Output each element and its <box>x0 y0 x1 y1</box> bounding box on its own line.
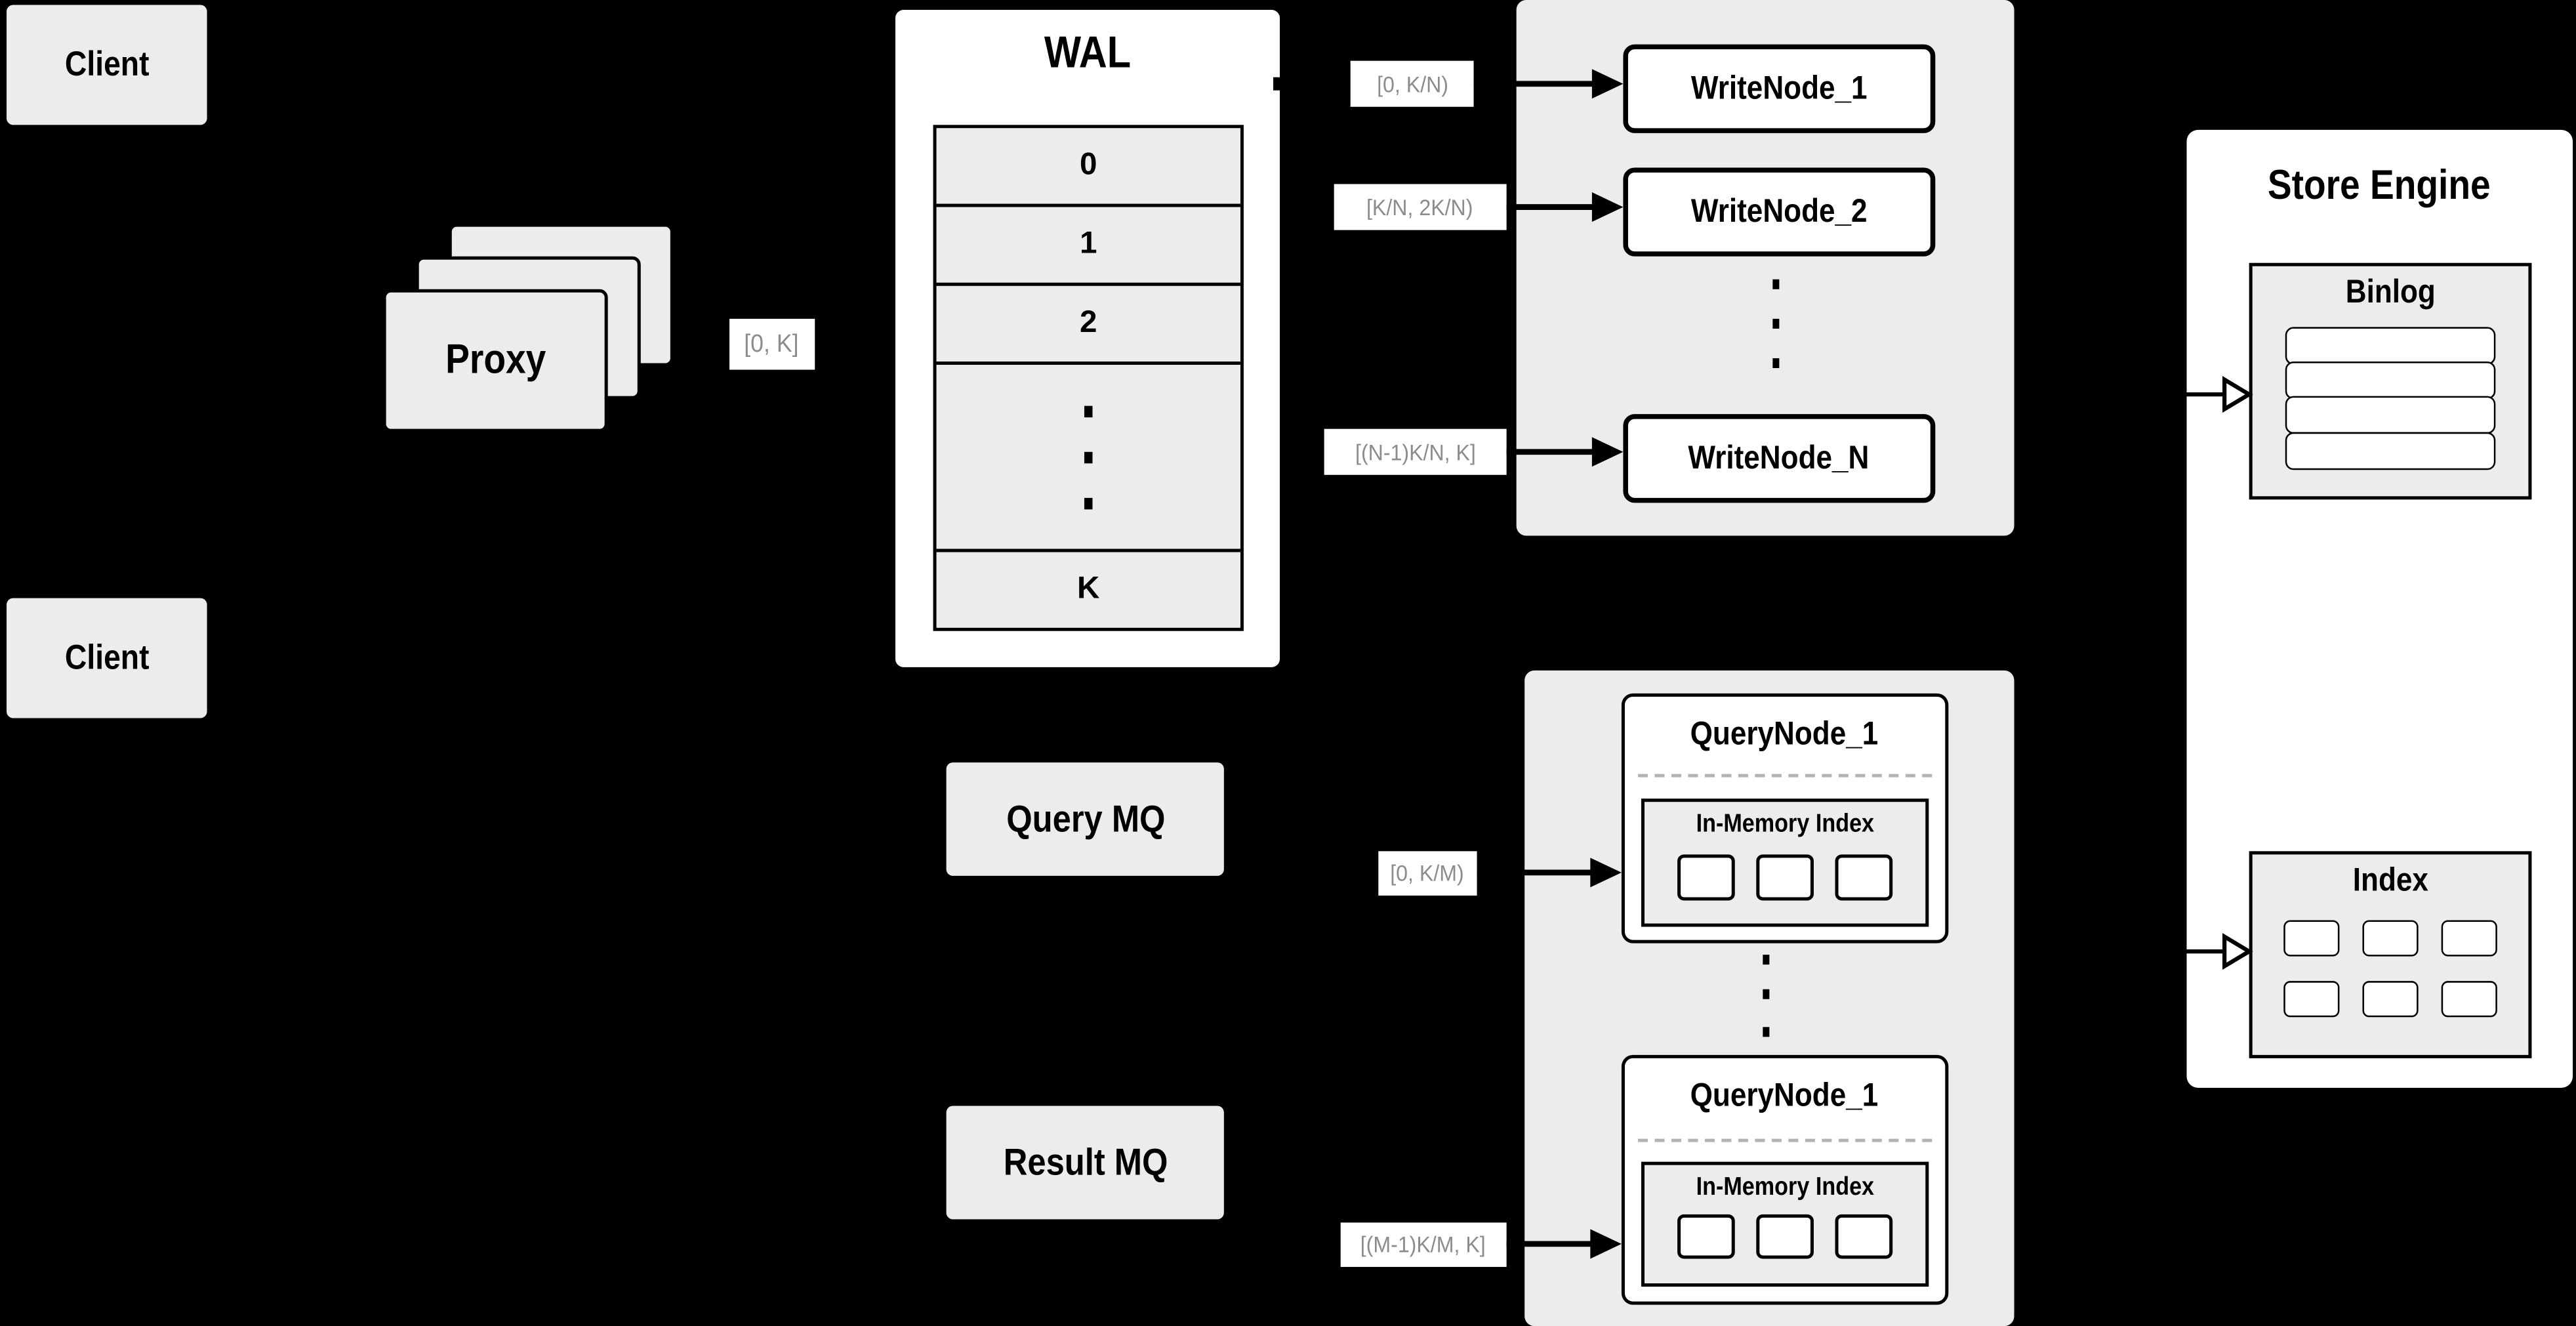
segment-square <box>1835 854 1893 901</box>
range-label-write-n: [(N-1)K/N, K] <box>1324 428 1507 475</box>
segment-square <box>1677 854 1735 901</box>
wal-title-wrap: WAL <box>895 10 1280 79</box>
range-label-query-1-text: [0, K/M) <box>1391 861 1465 886</box>
query-nodes-ellipsis-dot <box>1763 1027 1770 1037</box>
client-top-label: Client <box>64 45 150 83</box>
binlog-box: Binlog <box>2249 262 2532 500</box>
proxy-stack: Proxy <box>382 223 674 432</box>
wal-segment-ellipsis <box>936 361 1240 549</box>
proxy-label: Proxy <box>445 337 546 383</box>
query-nodes-ellipsis-dot <box>1763 989 1770 999</box>
wal-segment-2: 2 <box>936 282 1240 362</box>
write-nodes-ellipsis-dot <box>1772 279 1780 289</box>
write-nodes-ellipsis-dot <box>1772 318 1780 329</box>
query-node-bottom-title-wrap: QueryNode_1 <box>1625 1058 1945 1116</box>
write-node-n: WriteNode_N <box>1623 414 1936 503</box>
query-node-group: QueryNode_1 In-Memory Index QueryNode_1 <box>1524 670 2014 1326</box>
write-node-2: WriteNode_2 <box>1623 167 1936 257</box>
index-cell-grid <box>2253 920 2529 1018</box>
write-node-1-label: WriteNode_1 <box>1691 70 1868 106</box>
segment-square <box>1677 1214 1735 1259</box>
query-node-bottom: QueryNode_1 In-Memory Index <box>1621 1054 1949 1305</box>
range-label-write-2-text: [K/N, 2K/N) <box>1366 194 1474 220</box>
query-node-top-separator <box>1637 774 1932 777</box>
index-cell <box>2283 981 2340 1018</box>
in-memory-index-top: In-Memory Index <box>1641 798 1929 927</box>
client-bottom-label: Client <box>64 638 150 676</box>
binlog-row <box>2285 362 2496 400</box>
write-node-n-label: WriteNode_N <box>1688 439 1870 476</box>
query-node-bottom-separator <box>1637 1138 1932 1142</box>
segment-square <box>1756 1214 1814 1259</box>
in-memory-index-bottom: In-Memory Index <box>1641 1161 1929 1287</box>
range-label-write-n-text: [(N-1)K/N, K] <box>1355 439 1476 465</box>
index-title: Index <box>2352 862 2428 899</box>
index-cell-row <box>2283 920 2497 957</box>
binlog-row <box>2285 396 2496 435</box>
query-mq-box: Query MQ <box>946 762 1224 876</box>
index-cell <box>2441 920 2497 957</box>
range-label-query-m: [(M-1)K/M, K] <box>1340 1222 1507 1267</box>
in-memory-index-top-title: In-Memory Index <box>1696 810 1874 839</box>
proxy-card-front: Proxy <box>382 289 608 432</box>
binlog-row <box>2285 327 2496 365</box>
segment-squares-top <box>1645 854 1925 901</box>
wal-box: WAL 0 1 2 K <box>895 10 1280 667</box>
range-label-query-1: [0, K/M) <box>1378 851 1477 896</box>
range-label-proxy-out: [0, K] <box>729 318 815 370</box>
binlog-title: Binlog <box>2345 274 2436 311</box>
binlog-rows <box>2285 327 2496 470</box>
index-cell <box>2362 920 2419 957</box>
store-engine-title-wrap: Store Engine <box>2186 130 2573 211</box>
wal-segment-k: K <box>936 549 1240 628</box>
store-engine-title: Store Engine <box>2268 162 2491 209</box>
query-mq-label: Query MQ <box>1006 797 1165 840</box>
index-cell <box>2283 920 2340 957</box>
query-node-bottom-title: QueryNode_1 <box>1690 1077 1879 1115</box>
index-cell-row <box>2283 981 2497 1018</box>
in-memory-index-bottom-title: In-Memory Index <box>1696 1173 1874 1201</box>
in-memory-index-bottom-title-wrap: In-Memory Index <box>1645 1165 1925 1203</box>
index-title-wrap: Index <box>2253 854 2529 900</box>
query-node-top: QueryNode_1 In-Memory Index <box>1621 693 1949 943</box>
write-node-2-label: WriteNode_2 <box>1691 193 1868 230</box>
index-box: Index <box>2249 851 2532 1058</box>
wal-segment-1: 1 <box>936 203 1240 283</box>
client-box-bottom: Client <box>7 598 207 718</box>
range-label-write-1-text: [0, K/N) <box>1376 71 1448 96</box>
client-box-top: Client <box>7 5 207 125</box>
wal-title: WAL <box>1044 28 1132 77</box>
result-mq-box: Result MQ <box>946 1106 1224 1220</box>
segment-square <box>1835 1214 1893 1259</box>
wal-edge-connector-nub <box>1273 77 1280 91</box>
range-label-write-1: [0, K/N) <box>1350 60 1474 107</box>
binlog-row <box>2285 431 2496 470</box>
wal-segment-table: 0 1 2 K <box>933 125 1244 631</box>
write-node-group: WriteNode_1 WriteNode_2 WriteNode_N <box>1516 0 2014 536</box>
range-label-query-m-text: [(M-1)K/M, K] <box>1360 1232 1486 1257</box>
range-label-proxy-out-text: [0, K] <box>745 330 800 358</box>
range-label-write-2: [K/N, 2K/N) <box>1334 184 1507 230</box>
index-cell <box>2362 981 2419 1018</box>
query-node-top-title-wrap: QueryNode_1 <box>1625 697 1945 755</box>
wal-segment-0: 0 <box>936 128 1240 204</box>
write-node-1: WriteNode_1 <box>1623 44 1936 133</box>
result-mq-label: Result MQ <box>1002 1140 1168 1184</box>
query-node-top-title: QueryNode_1 <box>1690 716 1879 753</box>
in-memory-index-top-title-wrap: In-Memory Index <box>1645 802 1925 840</box>
binlog-title-wrap: Binlog <box>2253 266 2529 312</box>
query-nodes-ellipsis-dot <box>1763 955 1770 965</box>
store-engine-box: Store Engine Binlog Index <box>2186 129 2573 1088</box>
segment-squares-bottom <box>1645 1214 1925 1259</box>
write-nodes-ellipsis-dot <box>1772 358 1780 369</box>
segment-square <box>1756 854 1814 901</box>
index-cell <box>2441 981 2497 1018</box>
